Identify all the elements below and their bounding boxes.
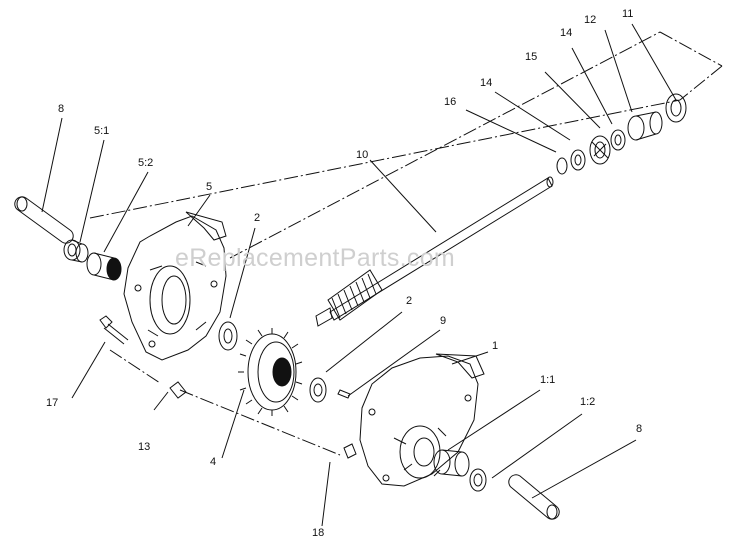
callout-18: 18 [312, 527, 325, 539]
callout-5-2: 5:2 [138, 157, 154, 169]
bushing-5-1 [63, 239, 89, 263]
pin-9 [337, 389, 351, 399]
bearing-11 [665, 93, 687, 123]
callout-5: 5 [206, 181, 213, 193]
leader-lines [41, 23, 677, 527]
washer-2-lower [309, 377, 327, 403]
callout-1-2: 1:2 [580, 396, 596, 408]
callout-10: 10 [356, 149, 369, 161]
bearing-1-1 [433, 449, 470, 477]
housing-5 [123, 211, 227, 361]
callout-15: 15 [525, 51, 538, 63]
callout-13: 13 [138, 441, 151, 453]
sleeve-12 [627, 111, 663, 141]
callout-4: 4 [210, 456, 217, 468]
callout-1: 1 [492, 340, 499, 352]
watermark: eReplacementParts.com [175, 244, 456, 272]
callout-14-a: 14 [480, 77, 493, 89]
pin-8-left [14, 196, 74, 244]
bushing-1-2 [469, 468, 487, 492]
gear-4 [238, 328, 303, 416]
key-13 [169, 381, 187, 399]
callout-8-left: 8 [58, 103, 65, 115]
washer-2-upper [218, 321, 238, 351]
ring-16 [556, 157, 568, 175]
callout-16: 16 [444, 96, 457, 108]
callout-5-1: 5:1 [94, 125, 110, 137]
callout-8-right: 8 [636, 423, 643, 435]
washer-14-a [570, 149, 586, 171]
bearing-15 [589, 135, 611, 165]
washer-14-b [610, 129, 626, 151]
centerlines [89, 31, 723, 456]
callout-12: 12 [584, 14, 597, 26]
callout-14-b: 14 [560, 27, 573, 39]
plug-18 [343, 443, 357, 459]
callout-9: 9 [440, 315, 447, 327]
callout-11: 11 [622, 8, 634, 20]
callout-17: 17 [46, 397, 59, 409]
pin-8-right [508, 474, 560, 520]
callout-2-upper: 2 [254, 212, 261, 224]
bearing-5-2 [86, 252, 122, 281]
callout-1-1: 1:1 [540, 374, 556, 386]
bolt-17 [99, 315, 129, 345]
shaft-10 [315, 176, 554, 327]
callout-2-lower: 2 [406, 295, 413, 307]
housing-1 [359, 353, 485, 487]
